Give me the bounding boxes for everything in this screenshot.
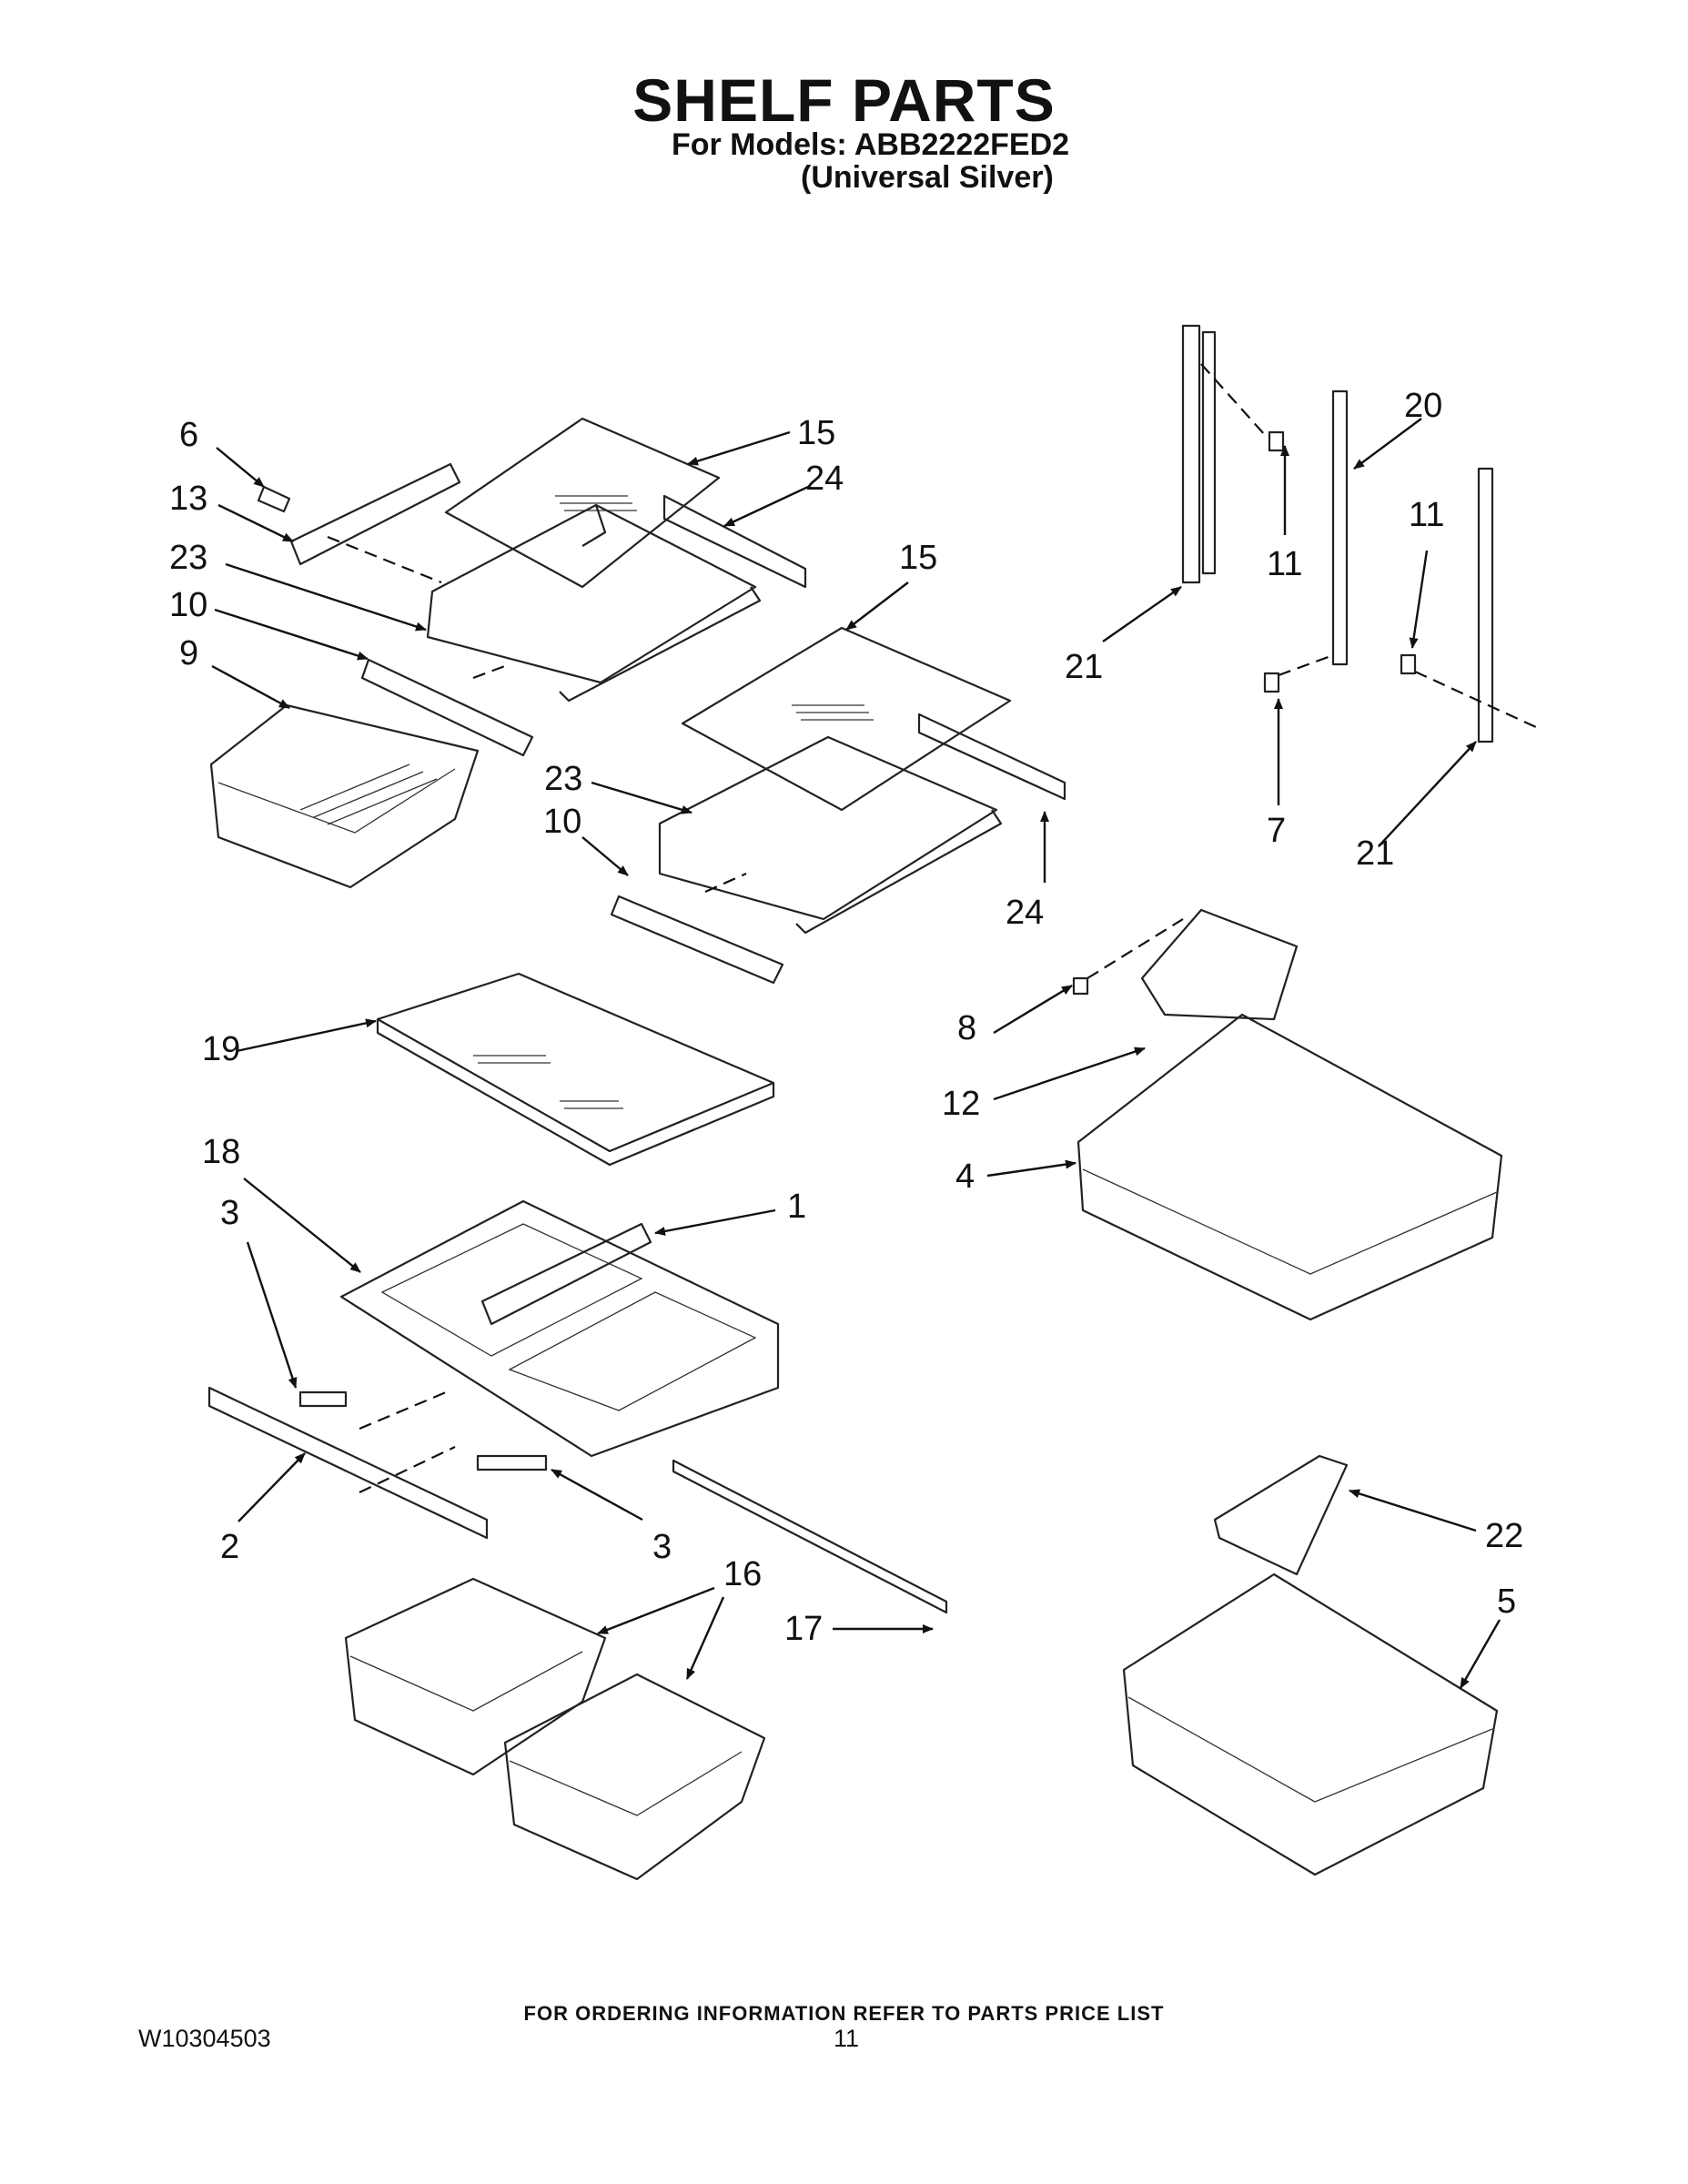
callout-11-upper: 11 bbox=[1267, 545, 1302, 583]
callout-5: 5 bbox=[1497, 1582, 1516, 1621]
basket-divider-12 bbox=[1140, 908, 1299, 1021]
callout-16: 16 bbox=[723, 1555, 762, 1593]
callout-18: 18 bbox=[202, 1133, 240, 1171]
callout-23-upper: 23 bbox=[169, 539, 207, 577]
glass-shelf-large bbox=[376, 972, 775, 1153]
rail-20 bbox=[1331, 389, 1349, 666]
callout-labels: 6 13 23 10 9 15 24 15 23 10 24 21 11 20 … bbox=[169, 387, 1523, 1648]
freezer-baskets bbox=[1072, 908, 1503, 1876]
leader-arrows bbox=[211, 418, 1501, 1689]
shelf-trim-middle bbox=[610, 895, 784, 985]
callout-7: 7 bbox=[1267, 812, 1286, 850]
clip-3-right bbox=[476, 1454, 548, 1471]
callout-13: 13 bbox=[169, 480, 207, 518]
crisper-bin-right bbox=[503, 1673, 766, 1881]
callout-24-middle: 24 bbox=[1006, 894, 1044, 932]
callout-6: 6 bbox=[179, 416, 198, 454]
crisper-bin-left bbox=[344, 1577, 607, 1776]
callout-3-right: 3 bbox=[652, 1528, 672, 1566]
callout-20: 20 bbox=[1404, 387, 1442, 425]
upper-shelf-assembly bbox=[209, 417, 807, 889]
callout-3-left: 3 bbox=[220, 1194, 239, 1232]
screw-11-right bbox=[1400, 653, 1417, 675]
screw-7 bbox=[1263, 672, 1280, 693]
callout-4: 4 bbox=[955, 1158, 975, 1196]
page-number: 11 bbox=[834, 2025, 860, 2052]
rail-21-right bbox=[1477, 467, 1494, 743]
callout-2: 2 bbox=[220, 1528, 239, 1566]
models-line: For Models: ABB2222FED2 bbox=[672, 127, 1070, 162]
glass-shelf-19 bbox=[376, 972, 775, 1167]
crisper-bin-upper bbox=[209, 703, 480, 889]
screw-11-upper bbox=[1268, 430, 1285, 452]
document-number: W10304503 bbox=[138, 2025, 271, 2052]
crisper-cover-frame bbox=[339, 1199, 780, 1458]
callout-1: 1 bbox=[787, 1188, 806, 1226]
page-title: SHELF PARTS bbox=[632, 66, 1056, 134]
ordering-note: FOR ORDERING INFORMATION REFER TO PARTS … bbox=[523, 2002, 1165, 2025]
wire-basket-5 bbox=[1122, 1572, 1499, 1876]
screw-8 bbox=[1072, 976, 1089, 996]
screw-6 bbox=[257, 485, 291, 513]
callout-19: 19 bbox=[202, 1030, 240, 1068]
callout-17: 17 bbox=[784, 1610, 823, 1648]
shelf-rail-upper bbox=[662, 494, 807, 589]
callout-21-left: 21 bbox=[1065, 648, 1103, 686]
clip-3-left bbox=[298, 1390, 348, 1408]
shelf-frame-upper bbox=[426, 503, 757, 684]
rod-17 bbox=[672, 1459, 948, 1614]
divider-bracket bbox=[480, 1222, 652, 1326]
callout-9: 9 bbox=[179, 634, 198, 672]
lower-crisper-bins bbox=[344, 1577, 766, 1881]
callout-11-right: 11 bbox=[1409, 496, 1444, 534]
shelf-rail-middle bbox=[917, 713, 1066, 801]
shelf-trim-upper bbox=[360, 658, 534, 757]
callout-15-middle: 15 bbox=[899, 539, 937, 577]
freezer-rails bbox=[1181, 324, 1539, 743]
callout-12: 12 bbox=[942, 1085, 980, 1123]
callout-24-upper: 24 bbox=[805, 460, 844, 498]
crisper-trim bbox=[207, 1386, 489, 1540]
callout-15-upper: 15 bbox=[797, 414, 835, 452]
callout-10-upper: 10 bbox=[169, 586, 207, 624]
callout-22: 22 bbox=[1485, 1517, 1523, 1555]
glass-shelf-upper bbox=[444, 417, 721, 589]
crisper-cover-assembly bbox=[207, 1199, 948, 1614]
callout-10-middle: 10 bbox=[543, 803, 581, 841]
callout-21-right: 21 bbox=[1356, 834, 1394, 873]
middle-shelf-assembly bbox=[610, 626, 1066, 985]
shelf-frame-middle bbox=[658, 735, 998, 921]
callout-8: 8 bbox=[957, 1009, 976, 1047]
glass-shelf-middle bbox=[681, 626, 1012, 812]
callout-23-middle: 23 bbox=[544, 760, 582, 798]
rail-21-left bbox=[1181, 324, 1201, 584]
wire-basket-4 bbox=[1076, 1013, 1503, 1321]
shelf-bracket-left bbox=[289, 462, 461, 566]
color-line: (Universal Silver) bbox=[801, 160, 1054, 195]
basket-divider-22 bbox=[1213, 1454, 1349, 1576]
